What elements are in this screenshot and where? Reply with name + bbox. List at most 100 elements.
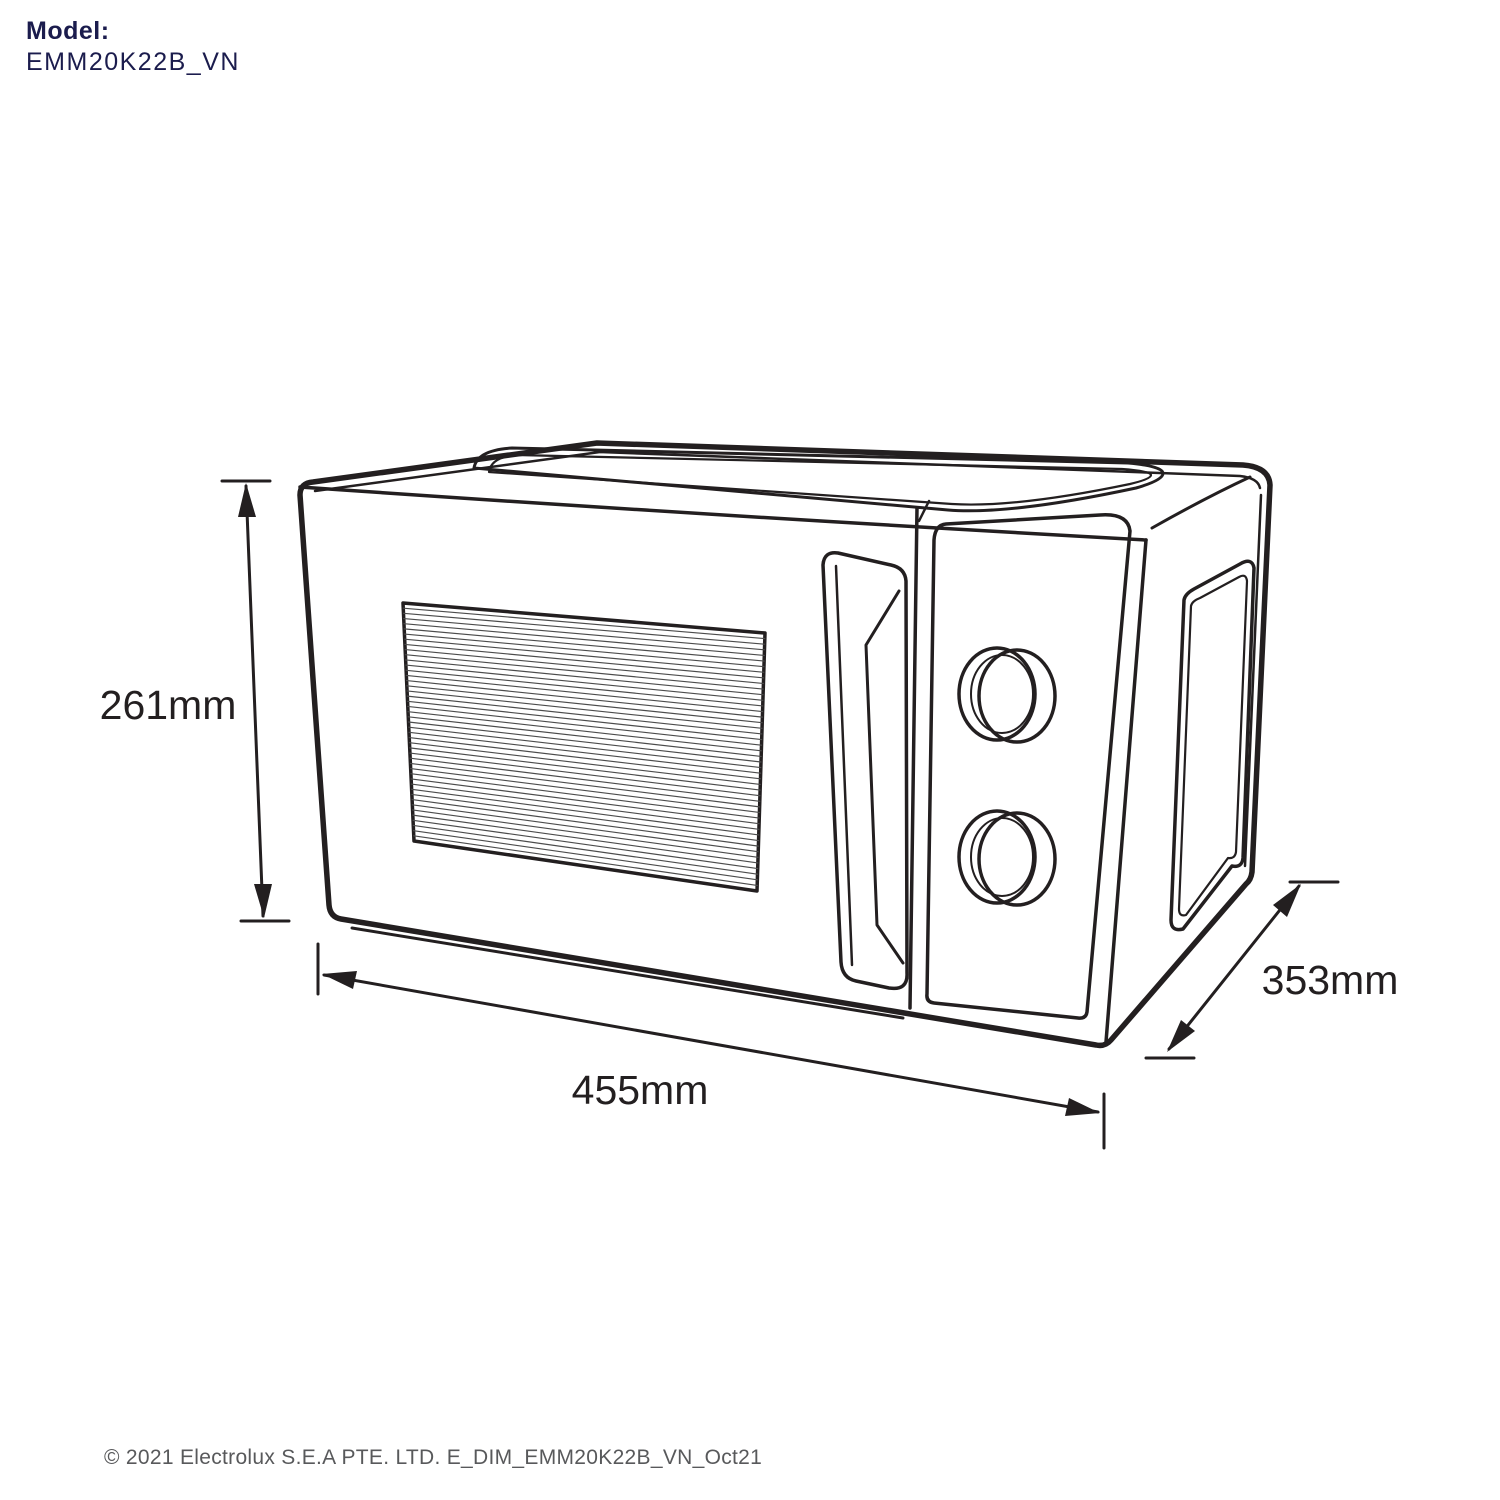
door-window-hatching xyxy=(402,607,766,886)
window-hatch-line xyxy=(411,793,760,842)
window-hatch-line xyxy=(410,773,760,819)
knob-lower xyxy=(957,809,1057,907)
model-block: Model: EMM20K22B_VN xyxy=(26,16,240,77)
control-panel xyxy=(925,513,1132,1020)
width-dimension-line xyxy=(322,973,1100,1114)
knob-lower-rim xyxy=(970,817,1034,897)
window-hatch-line xyxy=(407,711,762,752)
door-bottom-edge xyxy=(350,926,905,1020)
window-hatch-line xyxy=(404,654,764,690)
width-arrowhead-left xyxy=(322,971,357,989)
depth-dimension-line xyxy=(1167,884,1301,1051)
window-hatch-line xyxy=(413,835,758,886)
window-hatch-line xyxy=(408,742,761,786)
window-hatch-line xyxy=(408,731,762,774)
door-divider xyxy=(908,506,919,1010)
knob-upper-face xyxy=(957,646,1037,742)
height-arrowhead-up xyxy=(238,483,256,517)
window-hatch-line xyxy=(410,778,760,825)
door-window xyxy=(401,601,767,893)
window-hatch-line xyxy=(403,623,765,657)
dimension-height xyxy=(220,479,291,923)
window-hatch-line xyxy=(404,648,765,685)
window-hatch-line xyxy=(408,726,762,769)
top-back-edge-inner-line xyxy=(313,450,1262,493)
window-hatch-line xyxy=(406,695,763,735)
depth-dimension-label: 353mm xyxy=(1262,957,1399,1003)
window-hatch-line xyxy=(403,633,765,668)
window-hatch-line xyxy=(404,638,765,673)
right-back-edge-inner-line xyxy=(1243,493,1263,868)
side-recess-panel xyxy=(1169,559,1256,932)
copyright-note: © 2021 Electrolux S.E.A PTE. LTD. E_DIM_… xyxy=(104,1446,763,1469)
window-hatch-line xyxy=(405,669,764,707)
depth-arrowhead-up xyxy=(1273,884,1301,917)
window-hatch-line xyxy=(407,721,762,763)
body-outline xyxy=(297,440,1273,1049)
window-hatch-line xyxy=(403,617,766,651)
height-extension-ticks xyxy=(220,479,291,923)
window-hatch-line xyxy=(409,747,761,791)
model-label: Model: xyxy=(26,17,110,45)
height-dimension-line xyxy=(244,484,265,918)
side-recess-outer xyxy=(1169,559,1256,932)
depth-extension-ticks xyxy=(1144,880,1340,1060)
window-hatch-line xyxy=(412,819,759,870)
knob-upper-side xyxy=(977,648,1057,744)
width-dimension-label: 455mm xyxy=(572,1067,709,1113)
window-hatch-line xyxy=(412,814,759,864)
control-panel-outline xyxy=(925,513,1132,1020)
knob-lower-side xyxy=(977,811,1057,907)
window-hatch-line xyxy=(412,830,758,881)
window-hatch-line xyxy=(406,690,763,729)
depth-arrowhead-down xyxy=(1167,1020,1195,1052)
window-hatch-line xyxy=(403,628,765,662)
window-hatch-line xyxy=(411,799,759,847)
window-hatch-line xyxy=(407,716,762,757)
dimension-width xyxy=(316,942,1106,1150)
width-arrowhead-right xyxy=(1065,1098,1100,1116)
door-handle xyxy=(821,551,909,991)
window-hatch-line xyxy=(409,752,761,797)
width-extension-ticks xyxy=(316,942,1106,1150)
top-right-fold xyxy=(1150,475,1252,530)
window-hatch-line xyxy=(411,809,759,858)
knob-upper-rim xyxy=(970,654,1034,734)
front-top-fold xyxy=(298,485,1148,542)
window-hatch-line xyxy=(402,607,766,640)
handle-outline xyxy=(821,551,909,991)
window-hatch-line xyxy=(411,788,760,836)
window-hatch-line xyxy=(409,757,761,802)
window-hatch-line xyxy=(404,643,765,679)
window-hatch-line xyxy=(405,659,764,696)
window-hatch-line xyxy=(411,804,759,853)
window-hatch-line xyxy=(410,783,760,830)
handle-inner-line xyxy=(834,564,854,967)
top-recess-panel-inner xyxy=(487,453,1153,506)
height-dimension-label: 261mm xyxy=(100,682,237,728)
door-top-seam xyxy=(917,499,931,523)
window-hatch-line xyxy=(406,680,763,718)
window-hatch-line xyxy=(405,674,764,713)
window-hatch-line xyxy=(406,700,763,741)
dimension-annotations: 261mm 455mm 353mm xyxy=(100,479,1399,1150)
window-hatch-line xyxy=(408,736,762,780)
window-hatch-line xyxy=(405,664,764,701)
window-hatch-line xyxy=(409,762,761,808)
dimension-depth xyxy=(1144,880,1340,1060)
microwave-drawing xyxy=(297,440,1273,1049)
handle-grip-edge xyxy=(864,589,905,965)
window-hatch-line xyxy=(402,612,766,645)
front-right-fold xyxy=(1104,538,1148,1044)
top-recess-panel-outer xyxy=(472,446,1165,513)
height-arrowhead-down xyxy=(254,884,272,918)
side-recess-inner xyxy=(1177,574,1249,917)
window-hatch-line xyxy=(410,767,761,814)
model-number: EMM20K22B_VN xyxy=(26,48,240,76)
window-hatch-line xyxy=(406,685,763,724)
window-hatch-line xyxy=(407,705,763,746)
knob-lower-face xyxy=(957,809,1037,905)
knob-upper xyxy=(957,646,1057,744)
